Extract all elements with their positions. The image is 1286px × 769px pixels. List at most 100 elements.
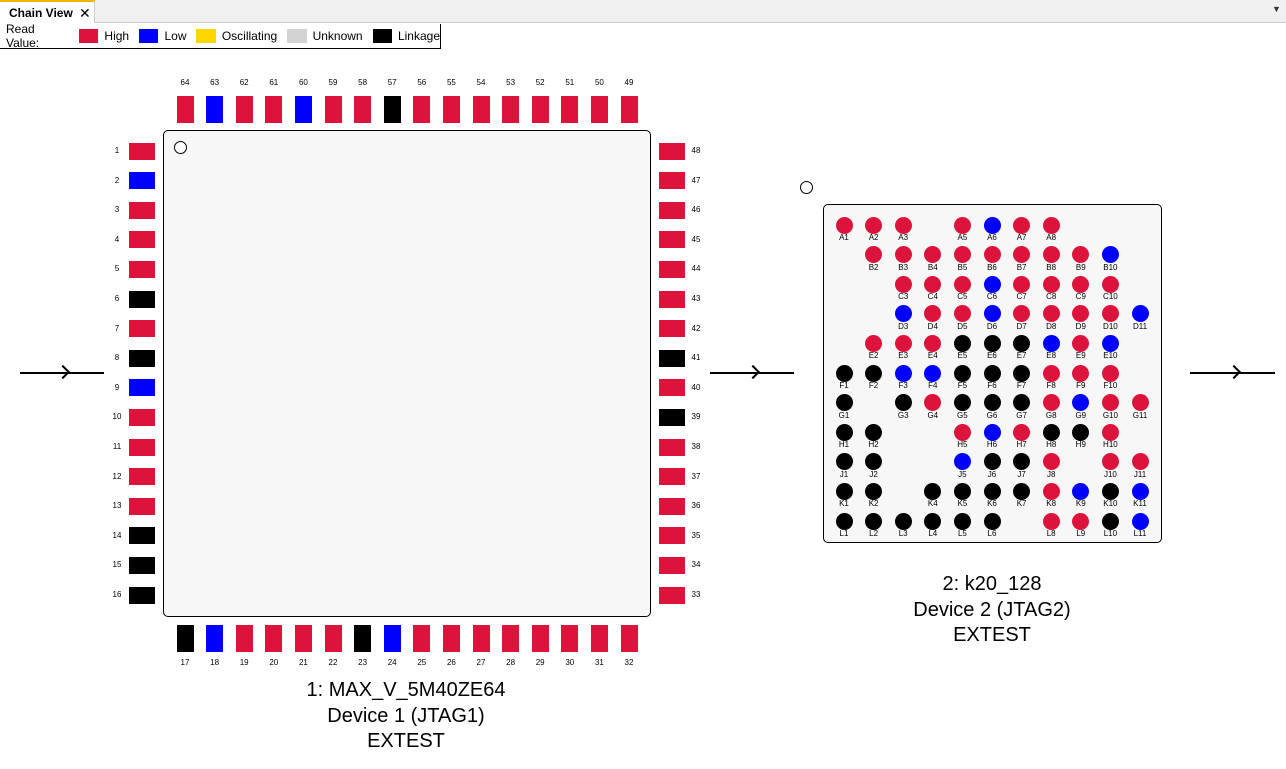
ball-B4[interactable]: [924, 246, 942, 264]
pin-27[interactable]: [472, 625, 490, 652]
ball-C3[interactable]: [894, 275, 912, 293]
ball-L5[interactable]: [953, 512, 971, 530]
ball-D5[interactable]: [953, 305, 971, 323]
ball-D11[interactable]: [1131, 305, 1149, 323]
pin-34[interactable]: [659, 556, 685, 574]
pin-53[interactable]: [502, 96, 520, 123]
ball-F7[interactable]: [1013, 364, 1031, 382]
pin-26[interactable]: [442, 625, 460, 652]
ball-F3[interactable]: [894, 364, 912, 382]
pin-44[interactable]: [659, 260, 685, 278]
pin-50[interactable]: [590, 96, 608, 123]
ball-L9[interactable]: [1072, 512, 1090, 530]
ball-B6[interactable]: [983, 246, 1001, 264]
pin-36[interactable]: [659, 497, 685, 515]
pin-41[interactable]: [659, 349, 685, 367]
pin-11[interactable]: [129, 438, 155, 456]
ball-C5[interactable]: [953, 275, 971, 293]
pin-45[interactable]: [659, 231, 685, 249]
ball-L8[interactable]: [1042, 512, 1060, 530]
ball-A8[interactable]: [1042, 216, 1060, 234]
ball-A1[interactable]: [835, 216, 853, 234]
ball-K9[interactable]: [1072, 482, 1090, 500]
ball-G11[interactable]: [1131, 394, 1149, 412]
ball-L1[interactable]: [835, 512, 853, 530]
ball-G7[interactable]: [1013, 394, 1031, 412]
ball-E8[interactable]: [1042, 334, 1060, 352]
pin-32[interactable]: [620, 625, 638, 652]
ball-C7[interactable]: [1013, 275, 1031, 293]
ball-K4[interactable]: [924, 482, 942, 500]
ball-J8[interactable]: [1042, 453, 1060, 471]
ball-B7[interactable]: [1013, 246, 1031, 264]
pin-62[interactable]: [235, 96, 253, 123]
close-icon[interactable]: ✕: [79, 5, 91, 21]
pin-47[interactable]: [659, 172, 685, 190]
pin-48[interactable]: [659, 142, 685, 160]
ball-F1[interactable]: [835, 364, 853, 382]
ball-D7[interactable]: [1013, 305, 1031, 323]
ball-D8[interactable]: [1042, 305, 1060, 323]
ball-C8[interactable]: [1042, 275, 1060, 293]
ball-F8[interactable]: [1042, 364, 1060, 382]
pin-6[interactable]: [129, 290, 155, 308]
ball-L11[interactable]: [1131, 512, 1149, 530]
ball-B8[interactable]: [1042, 246, 1060, 264]
pin-35[interactable]: [659, 527, 685, 545]
ball-K5[interactable]: [953, 482, 971, 500]
ball-D9[interactable]: [1072, 305, 1090, 323]
ball-F6[interactable]: [983, 364, 1001, 382]
ball-K10[interactable]: [1101, 482, 1119, 500]
device-1-body[interactable]: [163, 130, 651, 617]
pin-21[interactable]: [294, 625, 312, 652]
ball-G4[interactable]: [924, 394, 942, 412]
tab-chain-view[interactable]: Chain View✕: [0, 0, 95, 23]
ball-K11[interactable]: [1131, 482, 1149, 500]
pin-29[interactable]: [531, 625, 549, 652]
pin-13[interactable]: [129, 497, 155, 515]
pin-54[interactable]: [472, 96, 490, 123]
pin-10[interactable]: [129, 408, 155, 426]
ball-H8[interactable]: [1042, 423, 1060, 441]
ball-D6[interactable]: [983, 305, 1001, 323]
pin-18[interactable]: [206, 625, 224, 652]
pin-40[interactable]: [659, 379, 685, 397]
ball-G6[interactable]: [983, 394, 1001, 412]
pin-57[interactable]: [383, 96, 401, 123]
ball-E2[interactable]: [865, 334, 883, 352]
pin-43[interactable]: [659, 290, 685, 308]
pin-5[interactable]: [129, 260, 155, 278]
pin-58[interactable]: [354, 96, 372, 123]
ball-J10[interactable]: [1101, 453, 1119, 471]
ball-A2[interactable]: [865, 216, 883, 234]
pin-39[interactable]: [659, 408, 685, 426]
ball-J6[interactable]: [983, 453, 1001, 471]
ball-H1[interactable]: [835, 423, 853, 441]
ball-F9[interactable]: [1072, 364, 1090, 382]
pin-30[interactable]: [561, 625, 579, 652]
ball-J7[interactable]: [1013, 453, 1031, 471]
ball-G10[interactable]: [1101, 394, 1119, 412]
ball-A7[interactable]: [1013, 216, 1031, 234]
ball-D10[interactable]: [1101, 305, 1119, 323]
pin-31[interactable]: [590, 625, 608, 652]
ball-L3[interactable]: [894, 512, 912, 530]
ball-B9[interactable]: [1072, 246, 1090, 264]
pin-15[interactable]: [129, 556, 155, 574]
pin-33[interactable]: [659, 586, 685, 604]
ball-G1[interactable]: [835, 394, 853, 412]
pin-59[interactable]: [324, 96, 342, 123]
pin-8[interactable]: [129, 349, 155, 367]
ball-G5[interactable]: [953, 394, 971, 412]
pin-16[interactable]: [129, 586, 155, 604]
pin-20[interactable]: [265, 625, 283, 652]
ball-H5[interactable]: [953, 423, 971, 441]
ball-A3[interactable]: [894, 216, 912, 234]
ball-F4[interactable]: [924, 364, 942, 382]
pin-17[interactable]: [176, 625, 194, 652]
pin-12[interactable]: [129, 468, 155, 486]
ball-B10[interactable]: [1101, 246, 1119, 264]
ball-E6[interactable]: [983, 334, 1001, 352]
ball-L2[interactable]: [865, 512, 883, 530]
ball-J2[interactable]: [865, 453, 883, 471]
